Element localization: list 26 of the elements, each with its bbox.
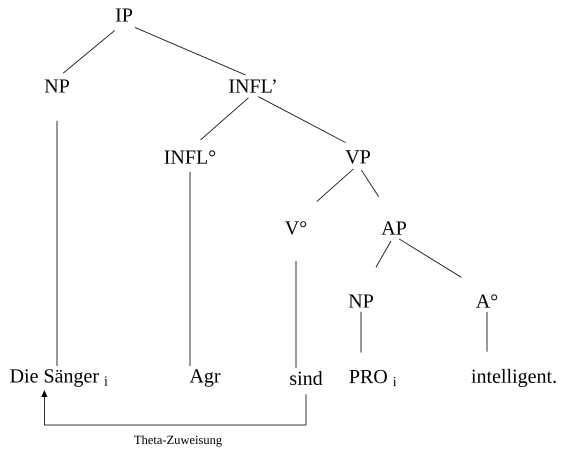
tree-branch <box>316 168 354 202</box>
tree-label: VP <box>345 150 370 164</box>
tree-label: NP <box>348 294 373 308</box>
tree-branch <box>56 120 58 366</box>
tree-branch <box>486 311 488 352</box>
word: Agr <box>190 369 220 387</box>
tree-branch <box>360 170 380 198</box>
word: Die Sänger $_{i}$ <box>10 369 108 387</box>
tree-branch <box>62 30 116 74</box>
word: sind <box>290 370 322 386</box>
tree-branch <box>258 96 346 143</box>
tree-label: A° <box>476 294 498 308</box>
tree-branch <box>200 97 249 140</box>
tree-branch <box>376 240 392 268</box>
tree-branch <box>360 311 362 354</box>
tree-label: INFL° <box>164 150 216 164</box>
tree-label: AP <box>381 221 406 235</box>
edge-label: Theta-Zuweisung <box>132 434 224 448</box>
tree-label: V° <box>285 221 306 235</box>
tree-branch <box>398 238 462 278</box>
word: intelligent. <box>471 368 556 388</box>
tree-label: IP <box>116 8 132 22</box>
tree-label: INFL’ <box>229 79 276 93</box>
tree-branch <box>134 27 246 76</box>
tree-label: NP <box>44 79 69 93</box>
word: PRO $_{i}$ <box>349 370 396 386</box>
